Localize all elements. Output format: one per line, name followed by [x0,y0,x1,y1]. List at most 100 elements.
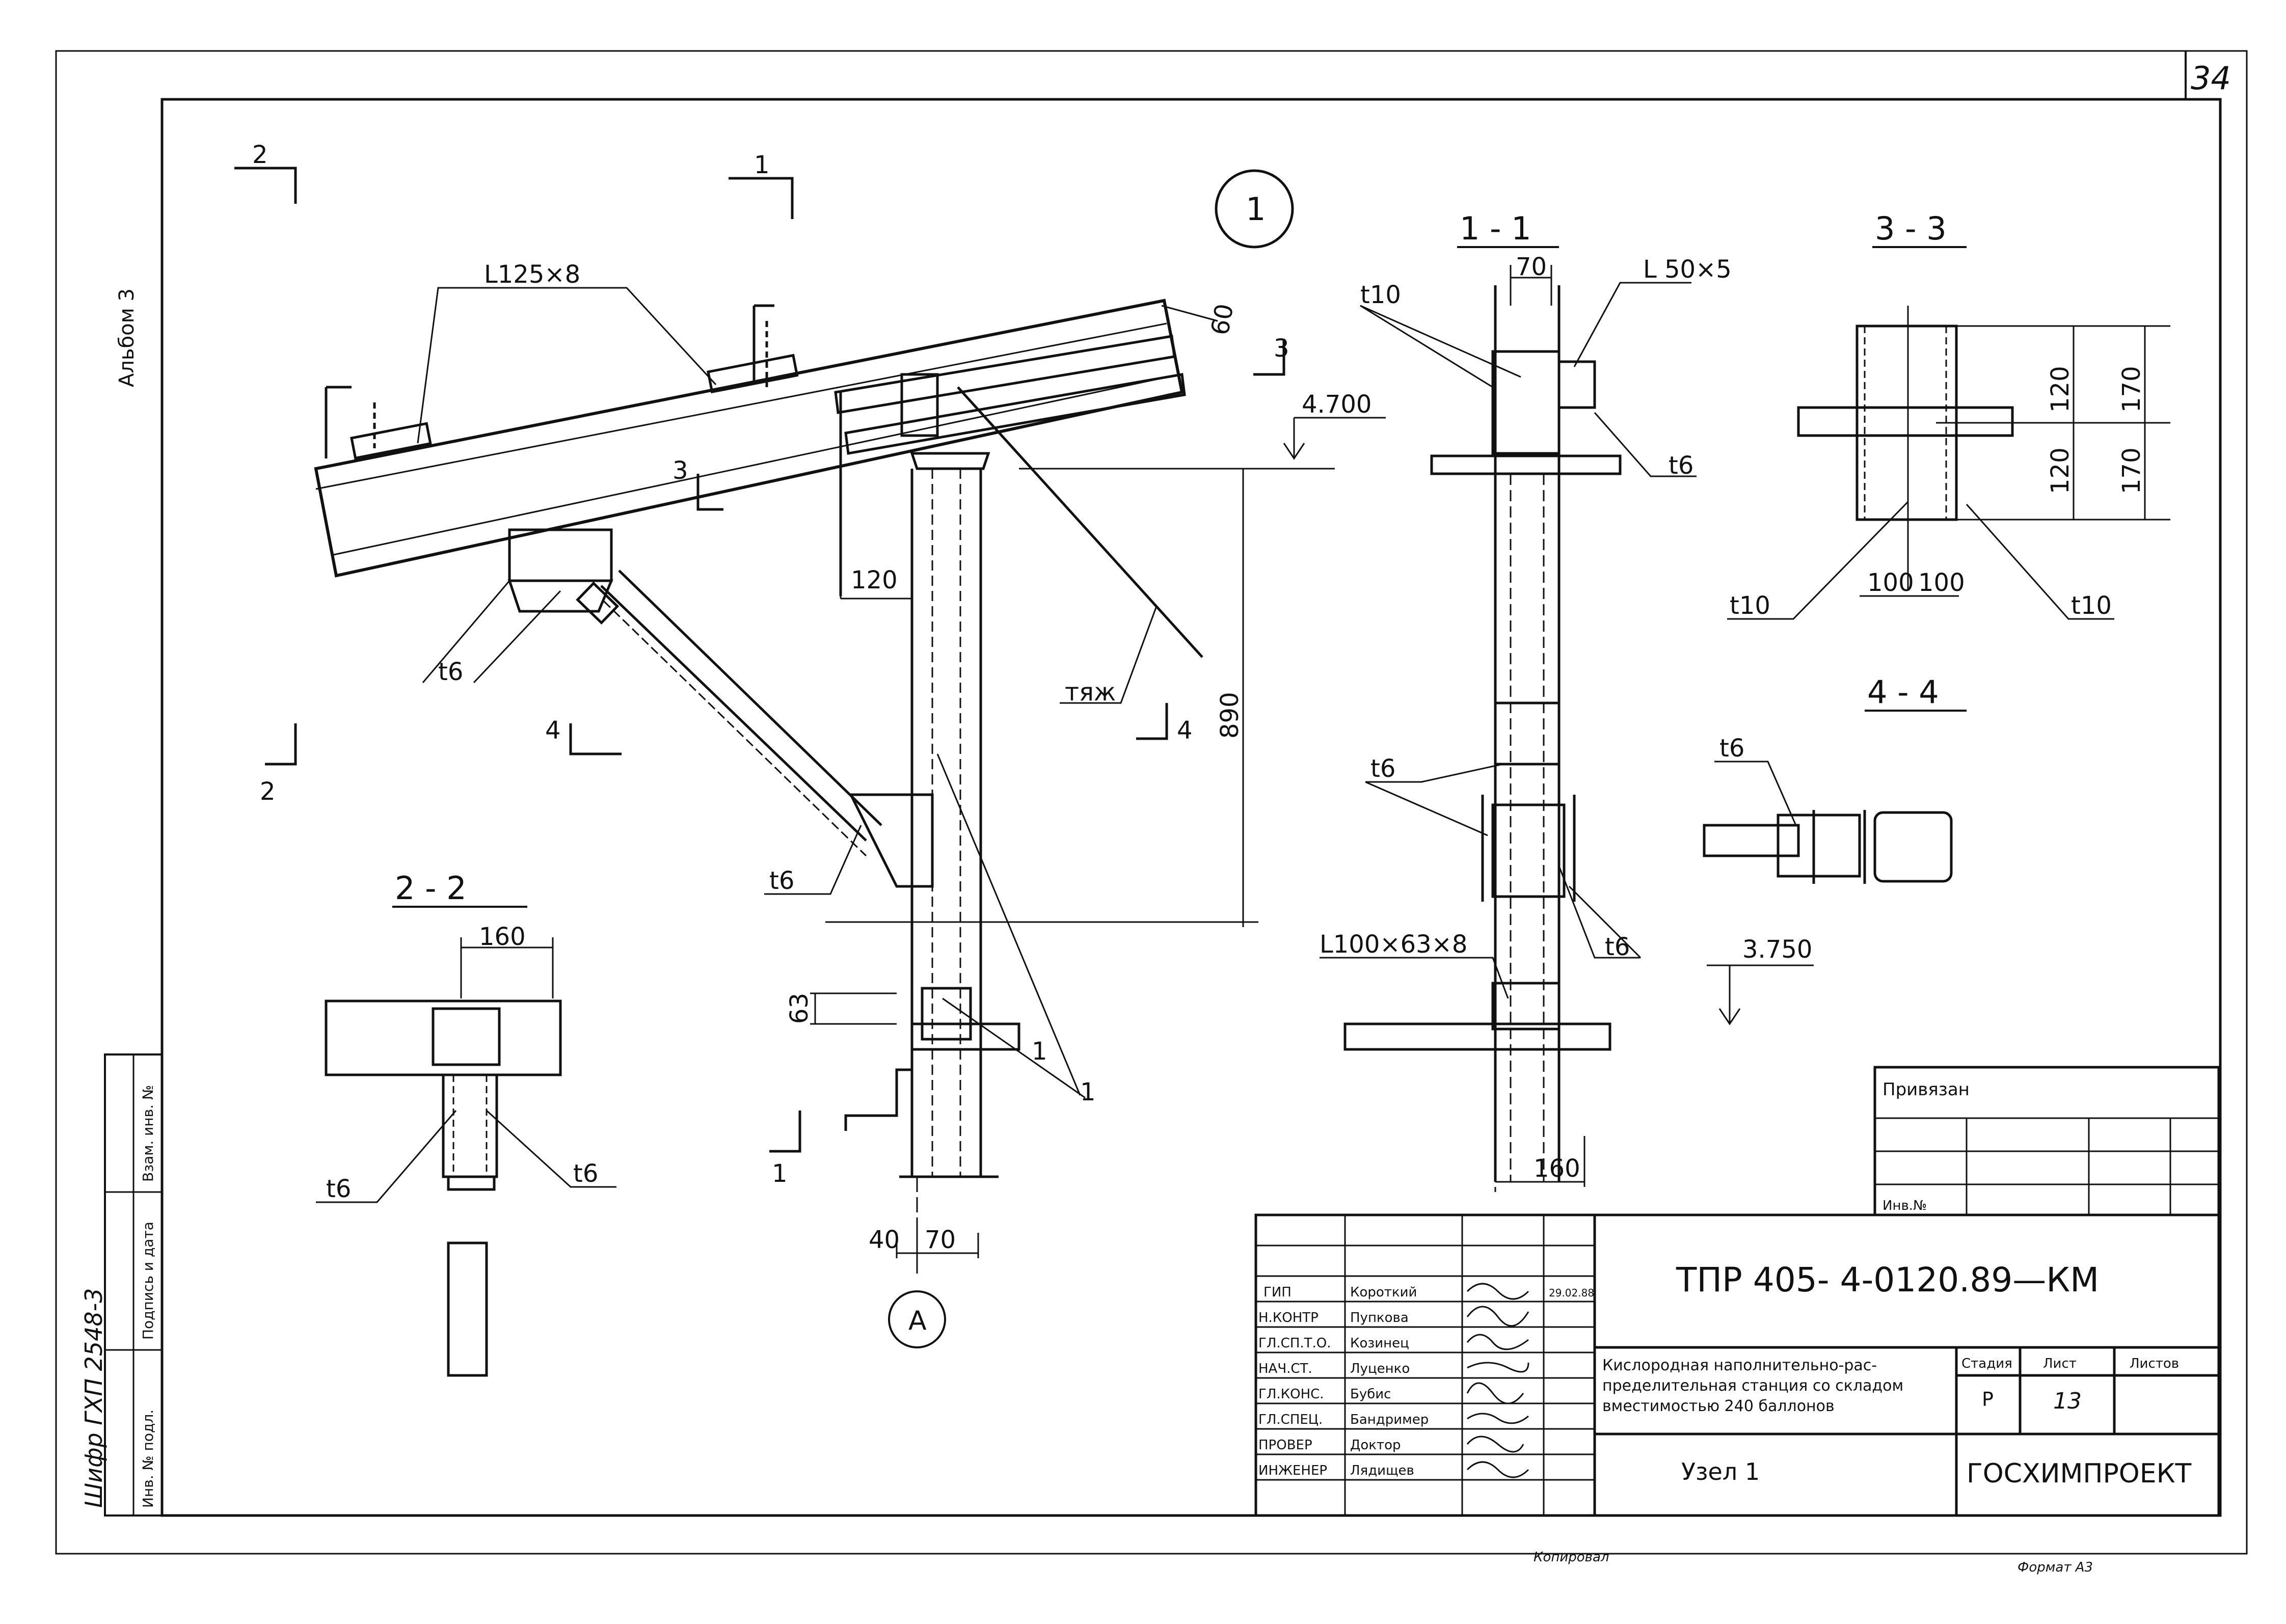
tb-name: Короткий [1350,1285,1417,1300]
section-1-1-dims [1320,265,1814,1192]
dim-70-main: 70 [925,1226,956,1254]
label-l50x5: L 50×5 [1643,255,1732,284]
tb-sheets-label: Листов [2130,1356,2179,1371]
tb-role: ГЛ.СП.Т.О. [1258,1336,1331,1351]
tb-desc-3: вместимостью 240 баллонов [1602,1397,1835,1415]
cut-mark-4-right: 4 [1177,716,1193,745]
tb-role: ИНЖЕНЕР [1258,1463,1327,1478]
sheet-frame [55,50,2248,1555]
label-t6-s22-2: t6 [573,1159,598,1188]
label-t6-s11-1: t6 [1669,451,1693,480]
tb-staff: ГИП Короткий Н.КОНТР Пупкова ГЛ.СП.Т.О. … [1258,1285,1429,1478]
album-label: Альбом 3 [115,288,139,387]
connection-plates [507,373,990,613]
gusset-plate [848,793,934,888]
cut-mark-3-right: 3 [1274,334,1289,363]
dim-70-s11: 70 [1516,253,1547,281]
leaders [417,287,1158,895]
cut-mark-1-bottom: 1 [772,1159,788,1188]
diagonal-brace [576,570,882,857]
axis-marker-label: A [908,1306,927,1336]
dim-60: 60 [1206,302,1240,337]
section-2-2-title: 2 - 2 [395,870,467,907]
label-t10-s33-2: t10 [2071,591,2112,620]
tb-stage-label: Стадия [1961,1356,2012,1371]
side-stamp-inv-podl: Инв. № подл. [140,1410,156,1508]
label-l125x8: L125×8 [484,260,580,289]
label-t10-s11: t10 [1360,281,1401,309]
label-t6-s11-2: t6 [1370,754,1395,783]
cut-mark-1-top: 1 [754,151,770,179]
section-3-3-title: 3 - 3 [1875,210,1947,247]
node-marker-label: 1 [1246,191,1266,228]
hatch-line [942,997,1086,1099]
tb-name: Лядищев [1350,1463,1414,1478]
title-block: Привязан Инв.№ ТПР 405- 4-0120.89—КМ Кис… [1254,1066,2220,1517]
elevation-3750: 3.750 [1742,935,1812,964]
section-4-4-title: 4 - 4 [1867,673,1939,711]
section-2-2: 2 - 2 160 t6 t6 [316,870,616,1377]
tb-role: ГЛ.КОНС. [1258,1387,1324,1402]
dim-120-s33-1: 120 [2046,366,2075,413]
tb-name: Луценко [1350,1361,1410,1376]
side-stamp-podpis: Подпись и дата [140,1222,156,1340]
tb-role: Н.КОНТР [1258,1310,1319,1325]
tb-code: ТПР 405- 4-0120.89—КМ [1676,1260,2099,1300]
label-t6-s11-3: t6 [1605,933,1630,961]
dim-120-s33-2: 120 [2046,447,2075,494]
cut-mark-3-left: 3 [673,456,688,485]
side-stamp: Взам. инв. № Подпись и дата Инв. № подл.… [80,1053,163,1517]
cut-mark-4-left: 4 [545,716,561,745]
label-l100x63x8: L100×63×8 [1320,930,1467,959]
dim-170-s33-2: 170 [2117,447,2146,494]
side-stamp-vzam: Взам. инв. № [140,1085,156,1182]
section-1-1-title: 1 - 1 [1460,210,1531,247]
tb-role: НАЧ.СТ. [1258,1361,1312,1376]
dim-160-s11: 160 [1534,1154,1580,1183]
tb-org: ГОСХИМПРОЕКТ [1967,1458,2192,1489]
tb-stage: Р [1982,1388,1994,1411]
label-t6-s44: t6 [1719,734,1744,763]
axis-marker-circle [888,1290,946,1348]
tb-name: Бубис [1350,1387,1391,1402]
cut-mark-2-bottom: 2 [260,777,276,806]
footer-format: Формат А3 [2018,1560,2093,1575]
tb-linked: Привязан [1882,1079,1970,1100]
main-dimensions [810,305,1386,1258]
right-chord [834,335,1186,596]
dim-120-main: 120 [851,566,898,594]
axis-line [936,753,1081,1096]
dim-100-s33-1: 100 [1867,569,1914,597]
cut-mark-1-right2: 1 [1032,1037,1047,1066]
tb-name: Бандример [1350,1412,1429,1427]
node-marker-circle [1215,169,1294,249]
label-t6-main-2: t6 [769,867,794,895]
cut-mark-2-top: 2 [252,141,268,169]
dim-170-s33-1: 170 [2117,366,2146,413]
upper-angles [325,304,799,460]
dim-63: 63 [785,993,814,1024]
label-t6-s22-1: t6 [326,1175,351,1203]
signatures [1466,1283,1529,1478]
side-stamp-cipher: Шифр ГХП 2548-3 [80,1288,107,1508]
dim-160-s22: 160 [479,923,526,951]
tb-sheet: 13 [2053,1388,2082,1414]
tb-desc-2: пределительная станция со складом [1602,1377,1903,1395]
tb-drawing-name: Узел 1 [1681,1458,1760,1485]
section-3-3: 3 - 3 120 120 170 170 100 100 t10 t10 [1727,210,2170,620]
tb-date: 29.02.88 [1549,1287,1594,1299]
tie-rod [957,386,1203,658]
dim-40: 40 [869,1226,900,1254]
section-1-1: 1 - 1 [1320,210,1814,1192]
tb-inv: Инв.№ [1882,1198,1927,1213]
inclined-beam [314,299,1184,578]
tb-role: ГИП [1263,1285,1292,1300]
label-tie-rod: тяж [1065,678,1116,707]
cut-marks [234,167,1285,1153]
tb-role: ПРОВЕР [1258,1438,1312,1453]
cut-mark-1-right: 1 [1080,1078,1096,1106]
tb-name: Пупкова [1350,1310,1409,1325]
tb-desc-1: Кислородная наполнительно-рас- [1602,1357,1877,1374]
tb-sheet-label: Лист [2043,1356,2077,1371]
footer-copied: Копировал [1534,1550,1609,1565]
